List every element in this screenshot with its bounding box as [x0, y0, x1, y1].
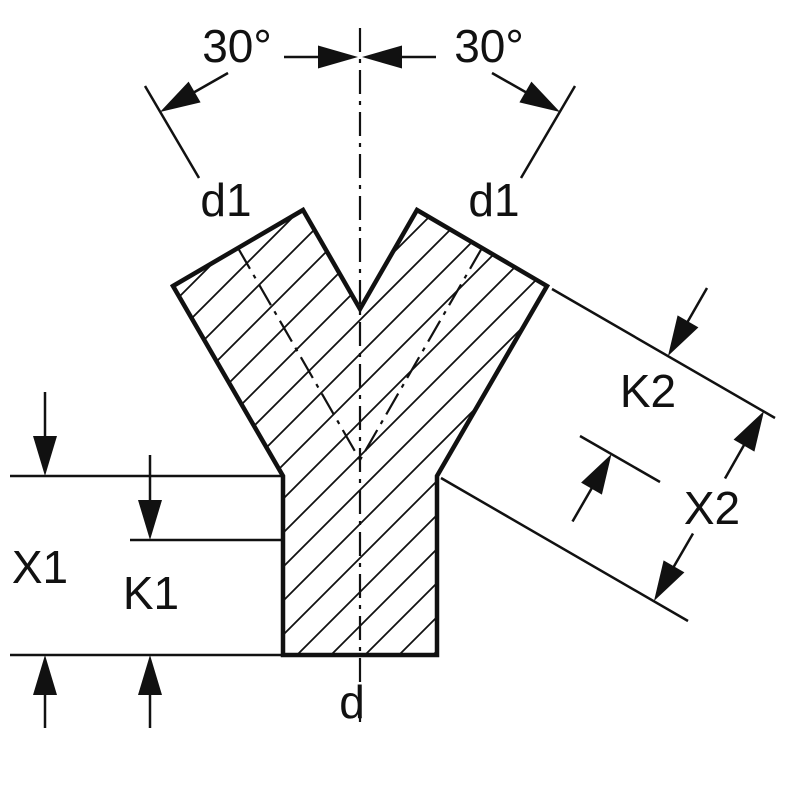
k2-label: K2 — [620, 365, 676, 417]
angle-right-label: 30° — [454, 20, 524, 72]
centerlines — [237, 28, 483, 722]
branch-axis-extension-right — [519, 85, 577, 179]
dimension-k2: K2 — [551, 287, 776, 523]
d1-right-label: d1 — [468, 174, 519, 226]
dimension-k1: K1 — [123, 455, 283, 728]
k1-bottom-arrowhead-icon — [138, 655, 162, 695]
x1-top-arrowhead-icon — [33, 436, 57, 476]
dimension-x1: X1 — [10, 392, 283, 728]
branch-endface-extension-line — [551, 287, 776, 420]
branch-axis-extension-left — [143, 85, 201, 179]
angle-right-leader-arrowhead-icon — [519, 81, 560, 112]
fitting-body-outline — [169, 206, 551, 658]
angle-left-leader-arrowhead-icon — [160, 81, 201, 112]
x2-label: X2 — [684, 482, 740, 534]
d1-left-label: d1 — [200, 174, 251, 226]
angle-left-arrowhead-icon — [318, 45, 358, 69]
angle-dimension-right: 30° — [362, 20, 577, 179]
k1-label: K1 — [123, 567, 179, 619]
x1-bottom-arrowhead-icon — [33, 655, 57, 695]
k2-lower-arrowhead-icon — [581, 454, 612, 495]
angle-dimension-left: 30° — [143, 20, 358, 179]
angle-left-label: 30° — [202, 20, 272, 72]
k2-reference-line — [579, 434, 661, 484]
x2-bottom-arrowhead-icon — [654, 560, 685, 601]
x1-label: X1 — [12, 541, 68, 593]
fitting-body — [169, 206, 551, 658]
k2-upper-arrowhead-icon — [668, 315, 699, 356]
k1-top-arrowhead-icon — [138, 500, 162, 540]
section-hatching — [173, 210, 547, 655]
dimension-x2: X2 — [440, 411, 764, 623]
x2-top-arrowhead-icon — [733, 411, 764, 452]
x2-reference-line — [440, 476, 689, 623]
angle-right-arrowhead-icon — [362, 45, 402, 69]
d-label: d — [339, 676, 365, 728]
